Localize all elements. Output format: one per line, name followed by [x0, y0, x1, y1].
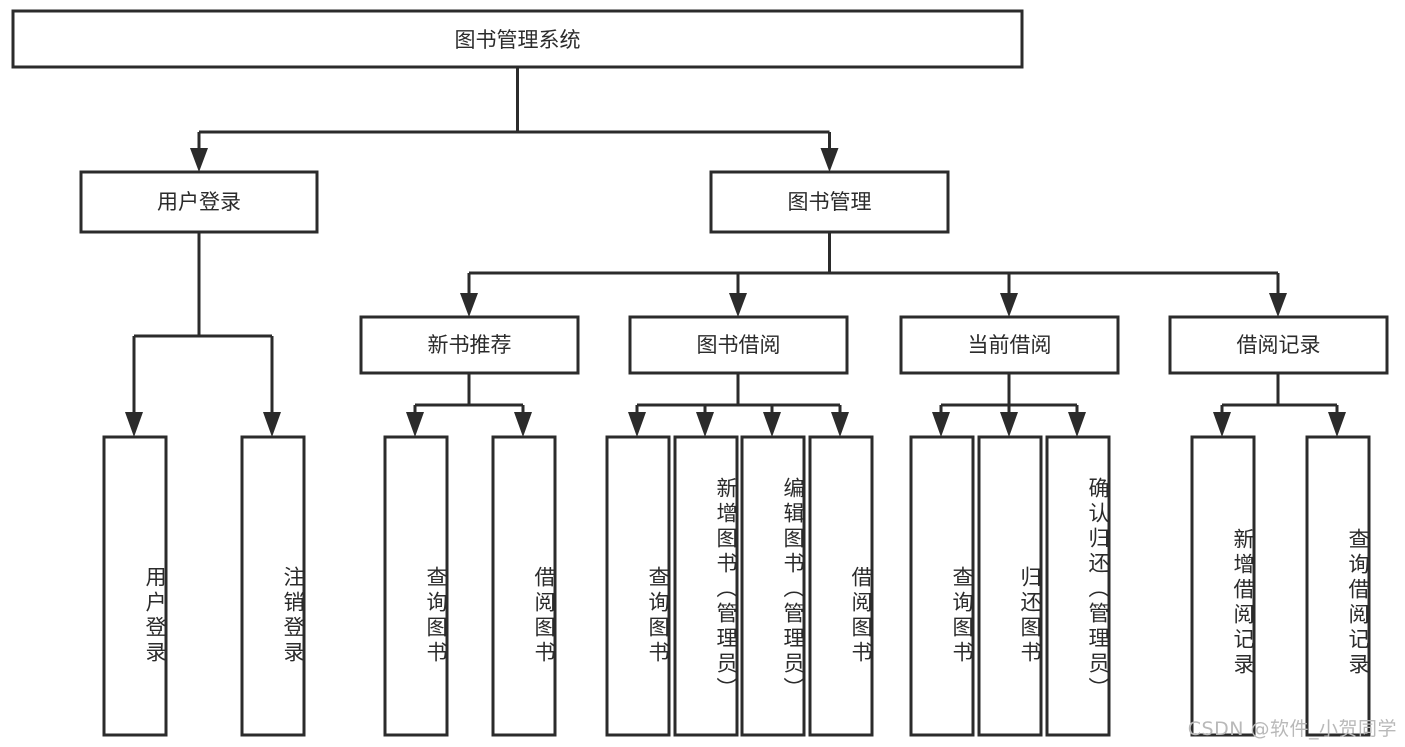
leaf-box-edit-book[interactable]	[740, 435, 806, 737]
node-new-book-recommend-label: 新书推荐	[428, 333, 512, 357]
arrow-head-leaf-user-login	[125, 412, 143, 437]
node-root-label: 图书管理系统	[455, 28, 581, 52]
leaf-box-user-logout[interactable]	[240, 435, 306, 737]
arrow-head-leaf-user-logout	[263, 412, 281, 437]
leaf-box-query-book-1[interactable]	[383, 435, 449, 737]
arrow-head-leaf-query-book-2	[628, 412, 646, 437]
arrow-head-book-manage	[820, 148, 839, 172]
arrow-head-user-login	[190, 148, 208, 172]
arrow-head-new-book-recommend	[460, 293, 478, 317]
arrow-head-leaf-borrow-book-1	[514, 412, 532, 437]
connector-group-book-manage	[460, 232, 1287, 317]
node-current-borrow-label: 当前借阅	[968, 333, 1052, 357]
node-current-borrow-box[interactable]	[899, 315, 1120, 375]
arrow-head-leaf-confirm-return	[1068, 412, 1086, 437]
leaf-box-add-book[interactable]	[673, 435, 739, 737]
arrow-head-leaf-add-record	[1213, 412, 1231, 437]
arrow-head-leaf-query-book-3	[932, 412, 950, 437]
leaf-box-confirm-return[interactable]	[1045, 435, 1111, 737]
leaf-box-borrow-book-2[interactable]	[808, 435, 874, 737]
arrow-head-leaf-borrow-book-2	[831, 412, 849, 437]
arrow-head-book-borrow	[729, 293, 747, 317]
arrow-head-borrow-record	[1269, 293, 1287, 317]
leaf-box-query-record[interactable]	[1305, 435, 1371, 737]
node-borrow-record[interactable]: 借阅记录	[1168, 315, 1389, 375]
node-root[interactable]: 图书管理系统	[11, 9, 1024, 69]
node-user-login-box[interactable]	[79, 170, 319, 234]
node-new-book-recommend-box[interactable]	[359, 315, 580, 375]
arrow-head-current-borrow	[1000, 293, 1018, 317]
leaf-box-return-book[interactable]	[977, 435, 1043, 737]
node-book-borrow[interactable]: 图书借阅	[628, 315, 849, 375]
connector-group-new-book-recommend	[406, 373, 532, 437]
node-current-borrow[interactable]: 当前借阅	[899, 315, 1120, 375]
connector-group-borrow-record	[1213, 373, 1346, 437]
connector-group-user-login	[125, 232, 281, 437]
connector-group-book-borrow	[628, 373, 849, 437]
node-borrow-record-box[interactable]	[1168, 315, 1389, 375]
watermark-text: CSDN @软件_小贺同学	[1187, 718, 1397, 740]
leaf-box-add-record[interactable]	[1190, 435, 1256, 737]
node-new-book-recommend[interactable]: 新书推荐	[359, 315, 580, 375]
arrow-head-leaf-edit-book	[763, 412, 781, 437]
arrow-head-leaf-query-book-1	[406, 412, 424, 437]
leaf-box-query-book-3[interactable]	[909, 435, 975, 737]
node-book-manage[interactable]: 图书管理	[709, 170, 950, 234]
node-user-login[interactable]: 用户登录	[79, 170, 319, 234]
node-user-login-label: 用户登录	[157, 190, 241, 214]
arrow-head-leaf-query-record	[1328, 412, 1346, 437]
node-book-manage-label: 图书管理	[788, 190, 872, 214]
leaf-box-borrow-book-1[interactable]	[491, 435, 557, 737]
node-borrow-record-label: 借阅记录	[1237, 333, 1321, 357]
node-book-manage-box[interactable]	[709, 170, 950, 234]
leaf-box-user-login[interactable]	[102, 435, 168, 737]
node-book-borrow-label: 图书借阅	[697, 333, 781, 357]
arrow-head-leaf-return-book	[1000, 412, 1018, 437]
connector-group-current-borrow	[932, 373, 1086, 437]
leaf-boxes-group	[102, 435, 1371, 737]
leaf-box-query-book-2[interactable]	[605, 435, 671, 737]
arrow-head-leaf-add-book	[696, 412, 714, 437]
node-book-borrow-box[interactable]	[628, 315, 849, 375]
connector-group-root	[190, 67, 839, 172]
node-root-box[interactable]	[11, 9, 1024, 69]
